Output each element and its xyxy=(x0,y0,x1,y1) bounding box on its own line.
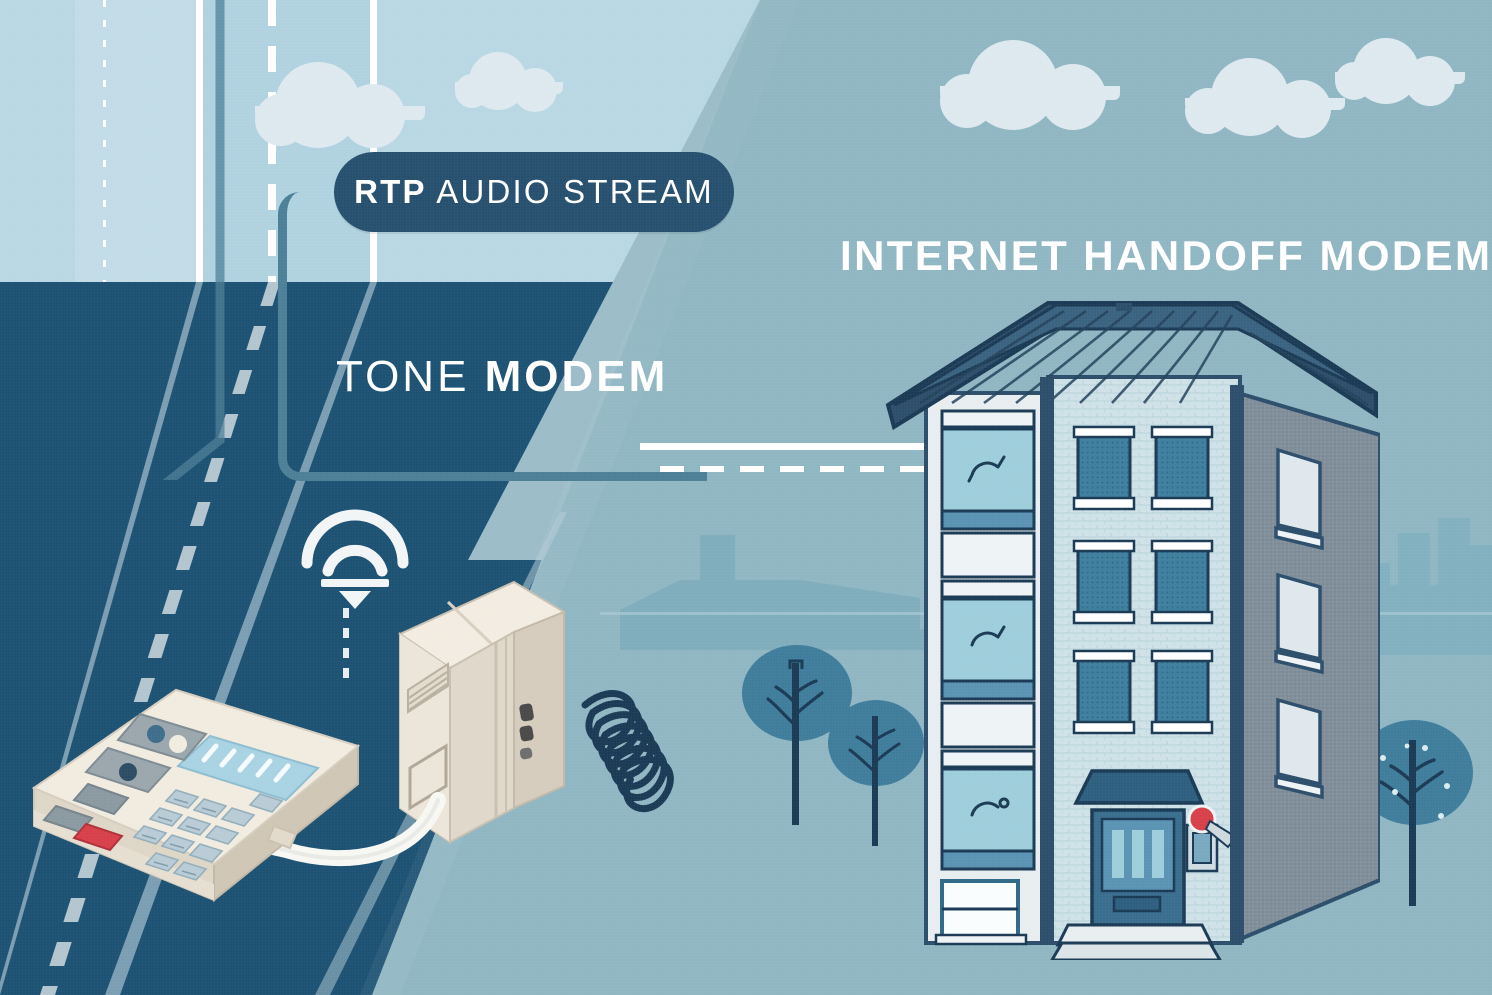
coiled-cable xyxy=(581,690,674,812)
rtp-audio-stream-badge[interactable]: RTP AUDIO STREAM xyxy=(334,152,734,232)
connector-pipe-secondary xyxy=(162,0,225,480)
cloud-3 xyxy=(940,40,1120,130)
cloud-2 xyxy=(455,52,563,112)
link-line-solid xyxy=(640,443,970,450)
badge-bold-text: RTP xyxy=(354,173,427,210)
road-edge-line-1 xyxy=(196,0,203,282)
badge-light-text: AUDIO STREAM xyxy=(426,173,714,210)
wifi-signal-icon xyxy=(301,509,409,609)
tone-modem-box xyxy=(397,580,567,844)
tone-modem-label: TONE MODEM xyxy=(336,352,668,402)
apartment-building xyxy=(885,301,1380,960)
tree-2 xyxy=(828,700,924,846)
modem-power-cable xyxy=(260,792,446,867)
cloud-4 xyxy=(1185,58,1345,138)
wifi-dashed-beam xyxy=(343,608,349,686)
connector-pipe xyxy=(278,192,707,481)
link-line-dashed xyxy=(660,466,970,472)
cloud-5 xyxy=(1335,38,1465,106)
tone-label-light: TONE xyxy=(336,352,485,401)
internet-handoff-modem-label: INTERNET HANDOFF MODEM xyxy=(840,232,1492,279)
road-lane-left xyxy=(75,0,197,282)
road-dotted-line xyxy=(103,0,106,282)
tone-alarm-panel xyxy=(31,688,361,903)
cloud-1 xyxy=(255,62,425,148)
tone-label-bold: MODEM xyxy=(484,352,669,401)
